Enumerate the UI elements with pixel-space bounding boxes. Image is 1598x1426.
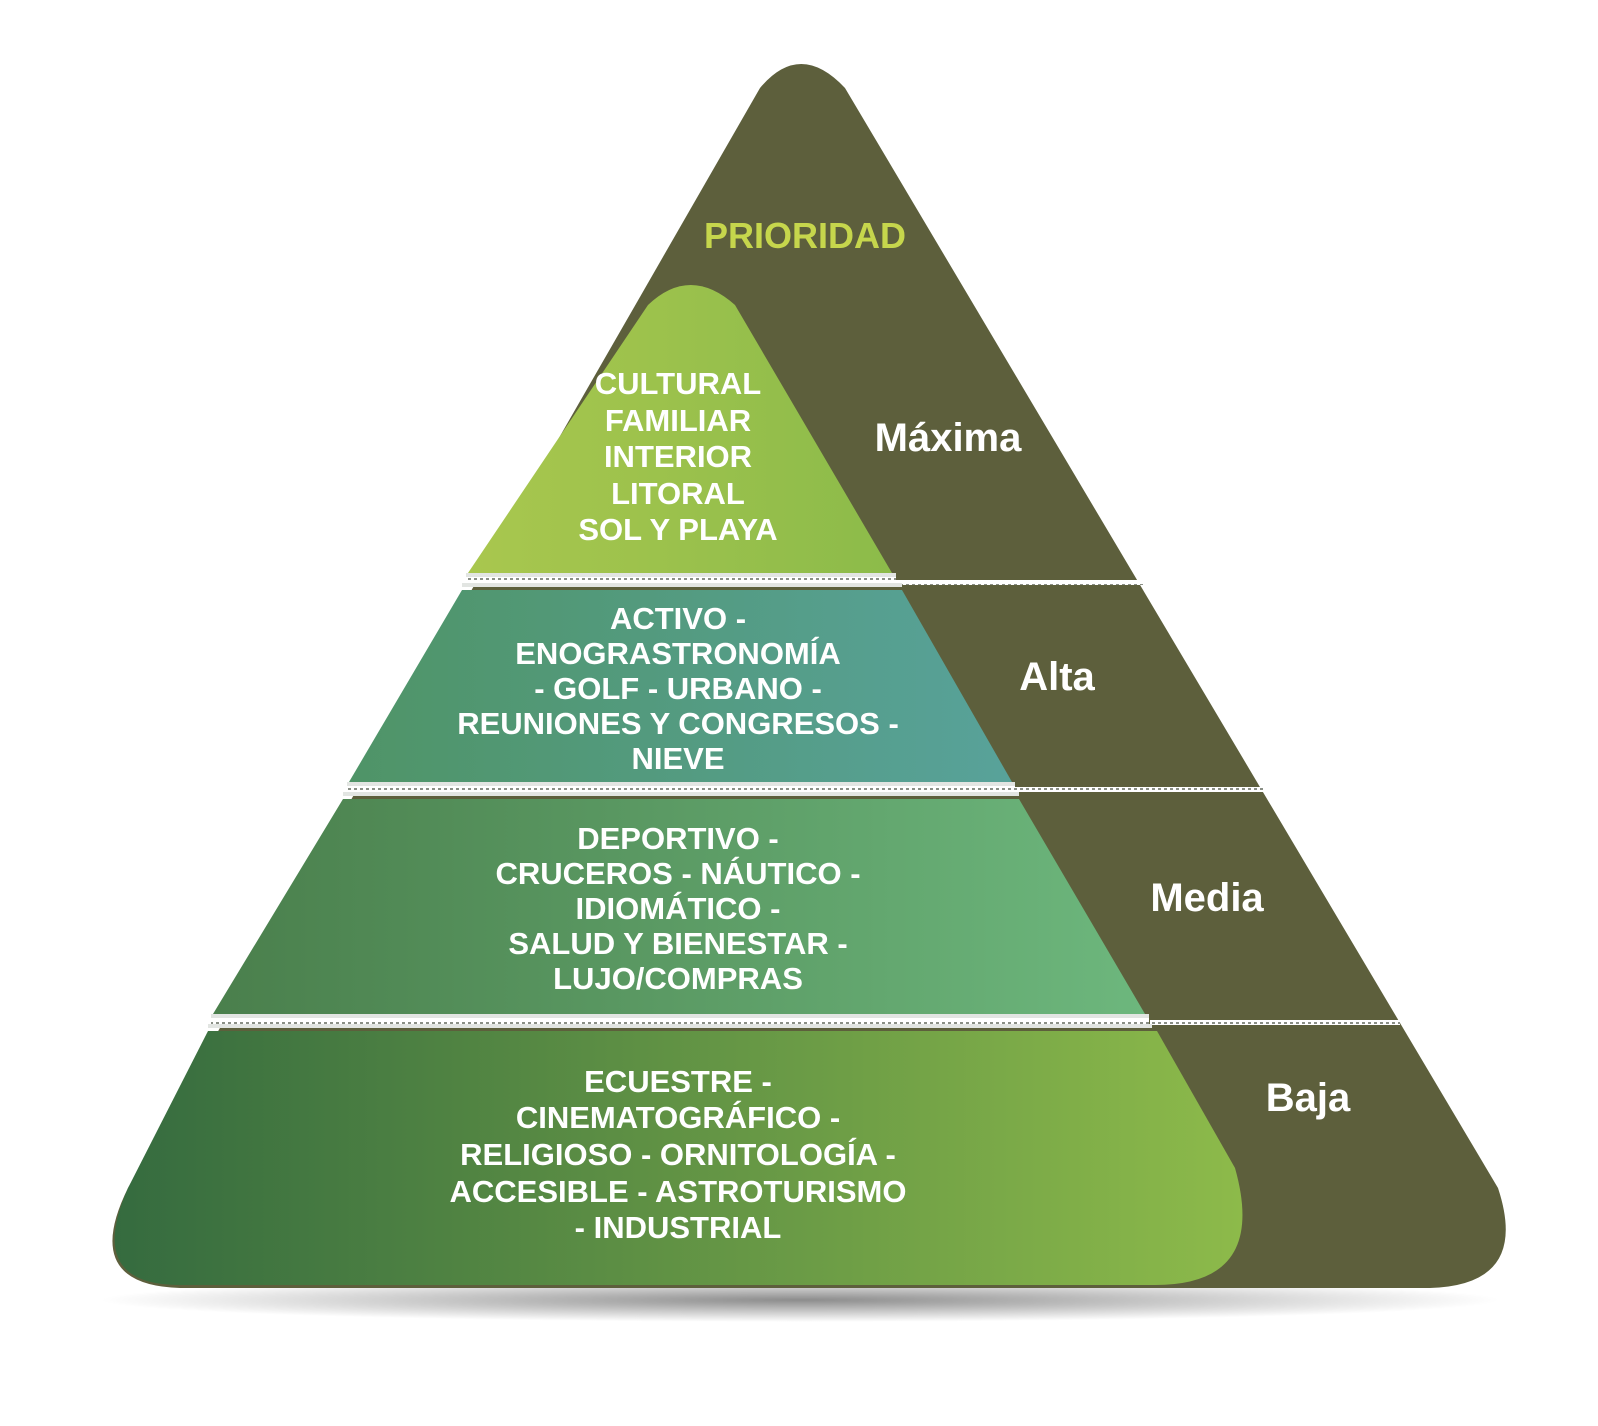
tier-shape-media [213,799,1145,1014]
tier-line: ACTIVO - [610,601,746,636]
priority-label-maxima: Máxima [875,416,1022,460]
tier-line: SOL Y PLAYA [578,512,777,547]
tier-line: SALUD Y BIENESTAR - [508,926,847,961]
tier-line: ENOGRASTRONOMÍA [515,636,841,671]
tier-line: ECUESTRE - [584,1064,772,1099]
tier-content-media: DEPORTIVO - CRUCEROS - NÁUTICO - IDIOMÁT… [495,821,860,996]
tier-shape-maxima [468,285,892,573]
priority-label-alta: Alta [1019,655,1095,699]
tier-line: ACCESIBLE - ASTROTURISMO [450,1174,907,1209]
tier-line: CINEMATOGRÁFICO - [516,1100,840,1135]
priority-dividers [890,580,1400,1025]
tier-line: DEPORTIVO - [577,821,779,856]
tier-content-alta: ACTIVO - ENOGRASTRONOMÍA - GOLF - URBANO… [457,601,899,776]
tier-line: - INDUSTRIAL [575,1210,782,1245]
tier-line: IDIOMÁTICO - [576,891,781,926]
tier-line: LUJO/COMPRAS [553,961,803,996]
priority-label-baja: Baja [1266,1076,1351,1120]
tier-shape-baja [114,1031,1243,1285]
tier-separator-3 [208,1014,1152,1028]
tier-separator-2 [343,782,1019,796]
tier-line: INTERIOR [604,439,752,474]
tier-line: FAMILIAR [605,403,751,438]
tier-line: CULTURAL [595,366,761,401]
tier-separator-1 [462,573,902,587]
tier-content-maxima: CULTURAL FAMILIAR INTERIOR LITORAL SOL Y… [578,366,777,547]
tier-line: LITORAL [611,476,745,511]
tier-shape-alta [349,590,1012,782]
tier-line: REUNIONES Y CONGRESOS - [457,706,899,741]
tier-line: NIEVE [631,741,724,776]
pyramid-title: PRIORIDAD [704,215,906,256]
ground-shadow [100,1278,1500,1322]
tier-line: CRUCEROS - NÁUTICO - [495,856,860,891]
priority-label-media: Media [1150,876,1264,920]
tier-content-baja: ECUESTRE - CINEMATOGRÁFICO - RELIGIOSO -… [450,1064,907,1245]
tier-line: - GOLF - URBANO - [534,671,822,706]
tier-line: RELIGIOSO - ORNITOLOGÍA - [460,1137,896,1172]
